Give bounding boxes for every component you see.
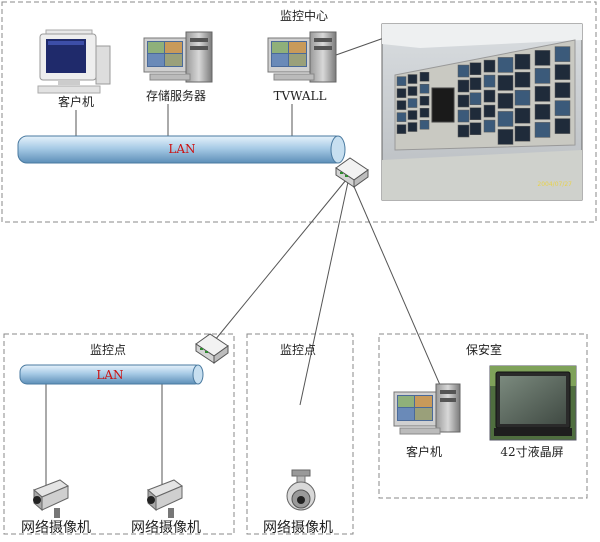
lcd-screen-icon — [489, 365, 577, 441]
client-label: 客户机 — [58, 94, 94, 109]
security-room-title: 保安室 — [466, 342, 502, 357]
site1-box — [3, 333, 235, 535]
security-client-pc-icon — [393, 383, 461, 435]
center-switch-icon — [335, 157, 369, 188]
site1-camera1-label: 网络摄像机 — [21, 520, 91, 536]
site1-title: 监控点 — [90, 343, 126, 357]
site2-box — [246, 333, 354, 535]
storage-label: 存储服务器 — [146, 88, 206, 103]
site2-title: 监控点 — [280, 343, 316, 357]
tvwall-label: TVWALL — [273, 89, 326, 103]
center-title: 监控中心 — [280, 8, 328, 23]
site1-camera2-label: 网络摄像机 — [131, 520, 201, 536]
site2-camera-label: 网络摄像机 — [263, 520, 333, 536]
site1-lan-pipe — [19, 364, 204, 385]
client-pc-icon — [37, 29, 111, 94]
security-room-box — [378, 333, 588, 499]
site1-lan-label: LAN — [96, 368, 123, 382]
network-camera-icon — [147, 479, 183, 518]
photo-date: 2004/07/27 — [537, 181, 572, 188]
site1-switch-icon — [195, 333, 229, 364]
center-lan-label: LAN — [168, 142, 195, 156]
lcd-screen-label: 42寸液晶屏 — [500, 444, 563, 459]
security-client-label: 客户机 — [406, 444, 442, 459]
storage-server-icon — [143, 31, 213, 83]
center-lan-pipe — [17, 135, 346, 164]
monitoring-center-box — [1, 1, 597, 223]
video-wall-photo: 2004/07/27 — [381, 23, 583, 201]
tvwall-pc-icon — [267, 31, 337, 83]
dome-camera-icon — [286, 469, 316, 511]
network-links — [45, 104, 441, 486]
network-camera-icon — [33, 479, 69, 518]
